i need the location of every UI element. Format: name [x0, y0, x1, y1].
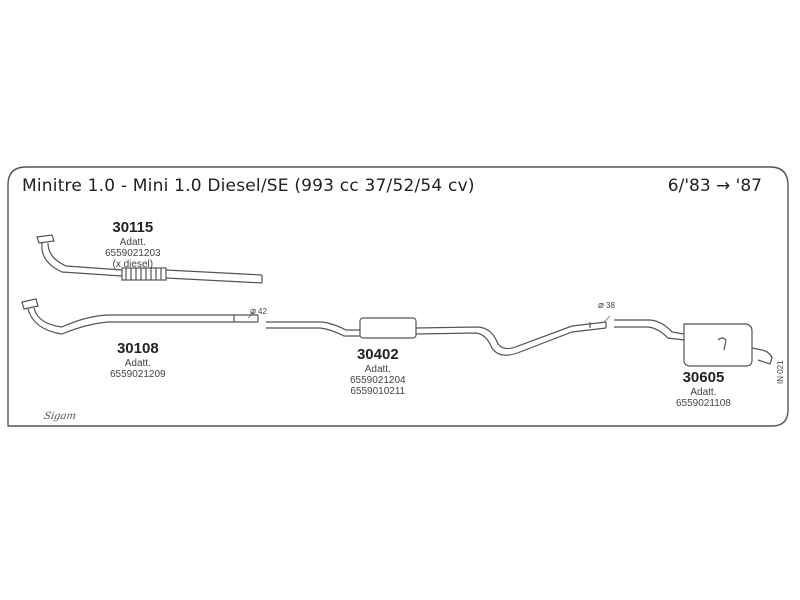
pipe-30605-drawing: [614, 319, 773, 367]
diameter-label-42: ⌀42: [250, 306, 267, 317]
part-label-30108: 30108 Adatt. 6559021209: [110, 340, 166, 380]
part-label-30402: 30402 Adatt. 6559021204 6559010211: [350, 346, 406, 397]
part-note: (x diesel): [112, 258, 154, 270]
part-label-30115: 30115 Adatt. 6559021203 (x diesel): [105, 219, 161, 270]
page-title: Minitre 1.0 - Mini 1.0 Diesel/SE (993 cc…: [22, 176, 475, 196]
part-number: 30108: [116, 340, 159, 357]
pipe-30108-drawing: [21, 298, 259, 335]
part-code: 6559021203: [105, 247, 161, 259]
part-code: 6559021204: [350, 374, 406, 386]
diameter-value: 42: [258, 307, 267, 316]
part-code: 6559010211: [350, 385, 406, 397]
pipe-30115-drawing: [36, 234, 263, 284]
part-number: 30115: [112, 219, 154, 236]
brand-logo: Sigam: [42, 411, 78, 422]
diameter-value: 38: [606, 301, 615, 310]
part-number: 30605: [682, 369, 725, 386]
part-adapt: Adatt.: [690, 386, 717, 398]
diagram-border: [7, 166, 789, 427]
part-number: 30402: [356, 346, 399, 363]
date-range: 6/'83 → '87: [667, 176, 762, 196]
diameter-leaders: [247, 311, 611, 323]
side-code: IN 021: [776, 360, 785, 384]
pipe-30402-drawing: [266, 317, 607, 356]
part-adapt: Adatt.: [124, 357, 151, 369]
part-code: 6559021209: [110, 368, 166, 380]
diameter-label-38: ⌀38: [598, 300, 615, 311]
part-code: 6559021108: [676, 397, 731, 409]
diameter-symbol: ⌀: [250, 306, 257, 317]
part-adapt: Adatt.: [364, 363, 391, 375]
part-label-30605: 30605 Adatt. 6559021108: [676, 369, 731, 409]
diameter-symbol: ⌀: [598, 300, 605, 311]
part-adapt: Adatt.: [119, 236, 146, 248]
